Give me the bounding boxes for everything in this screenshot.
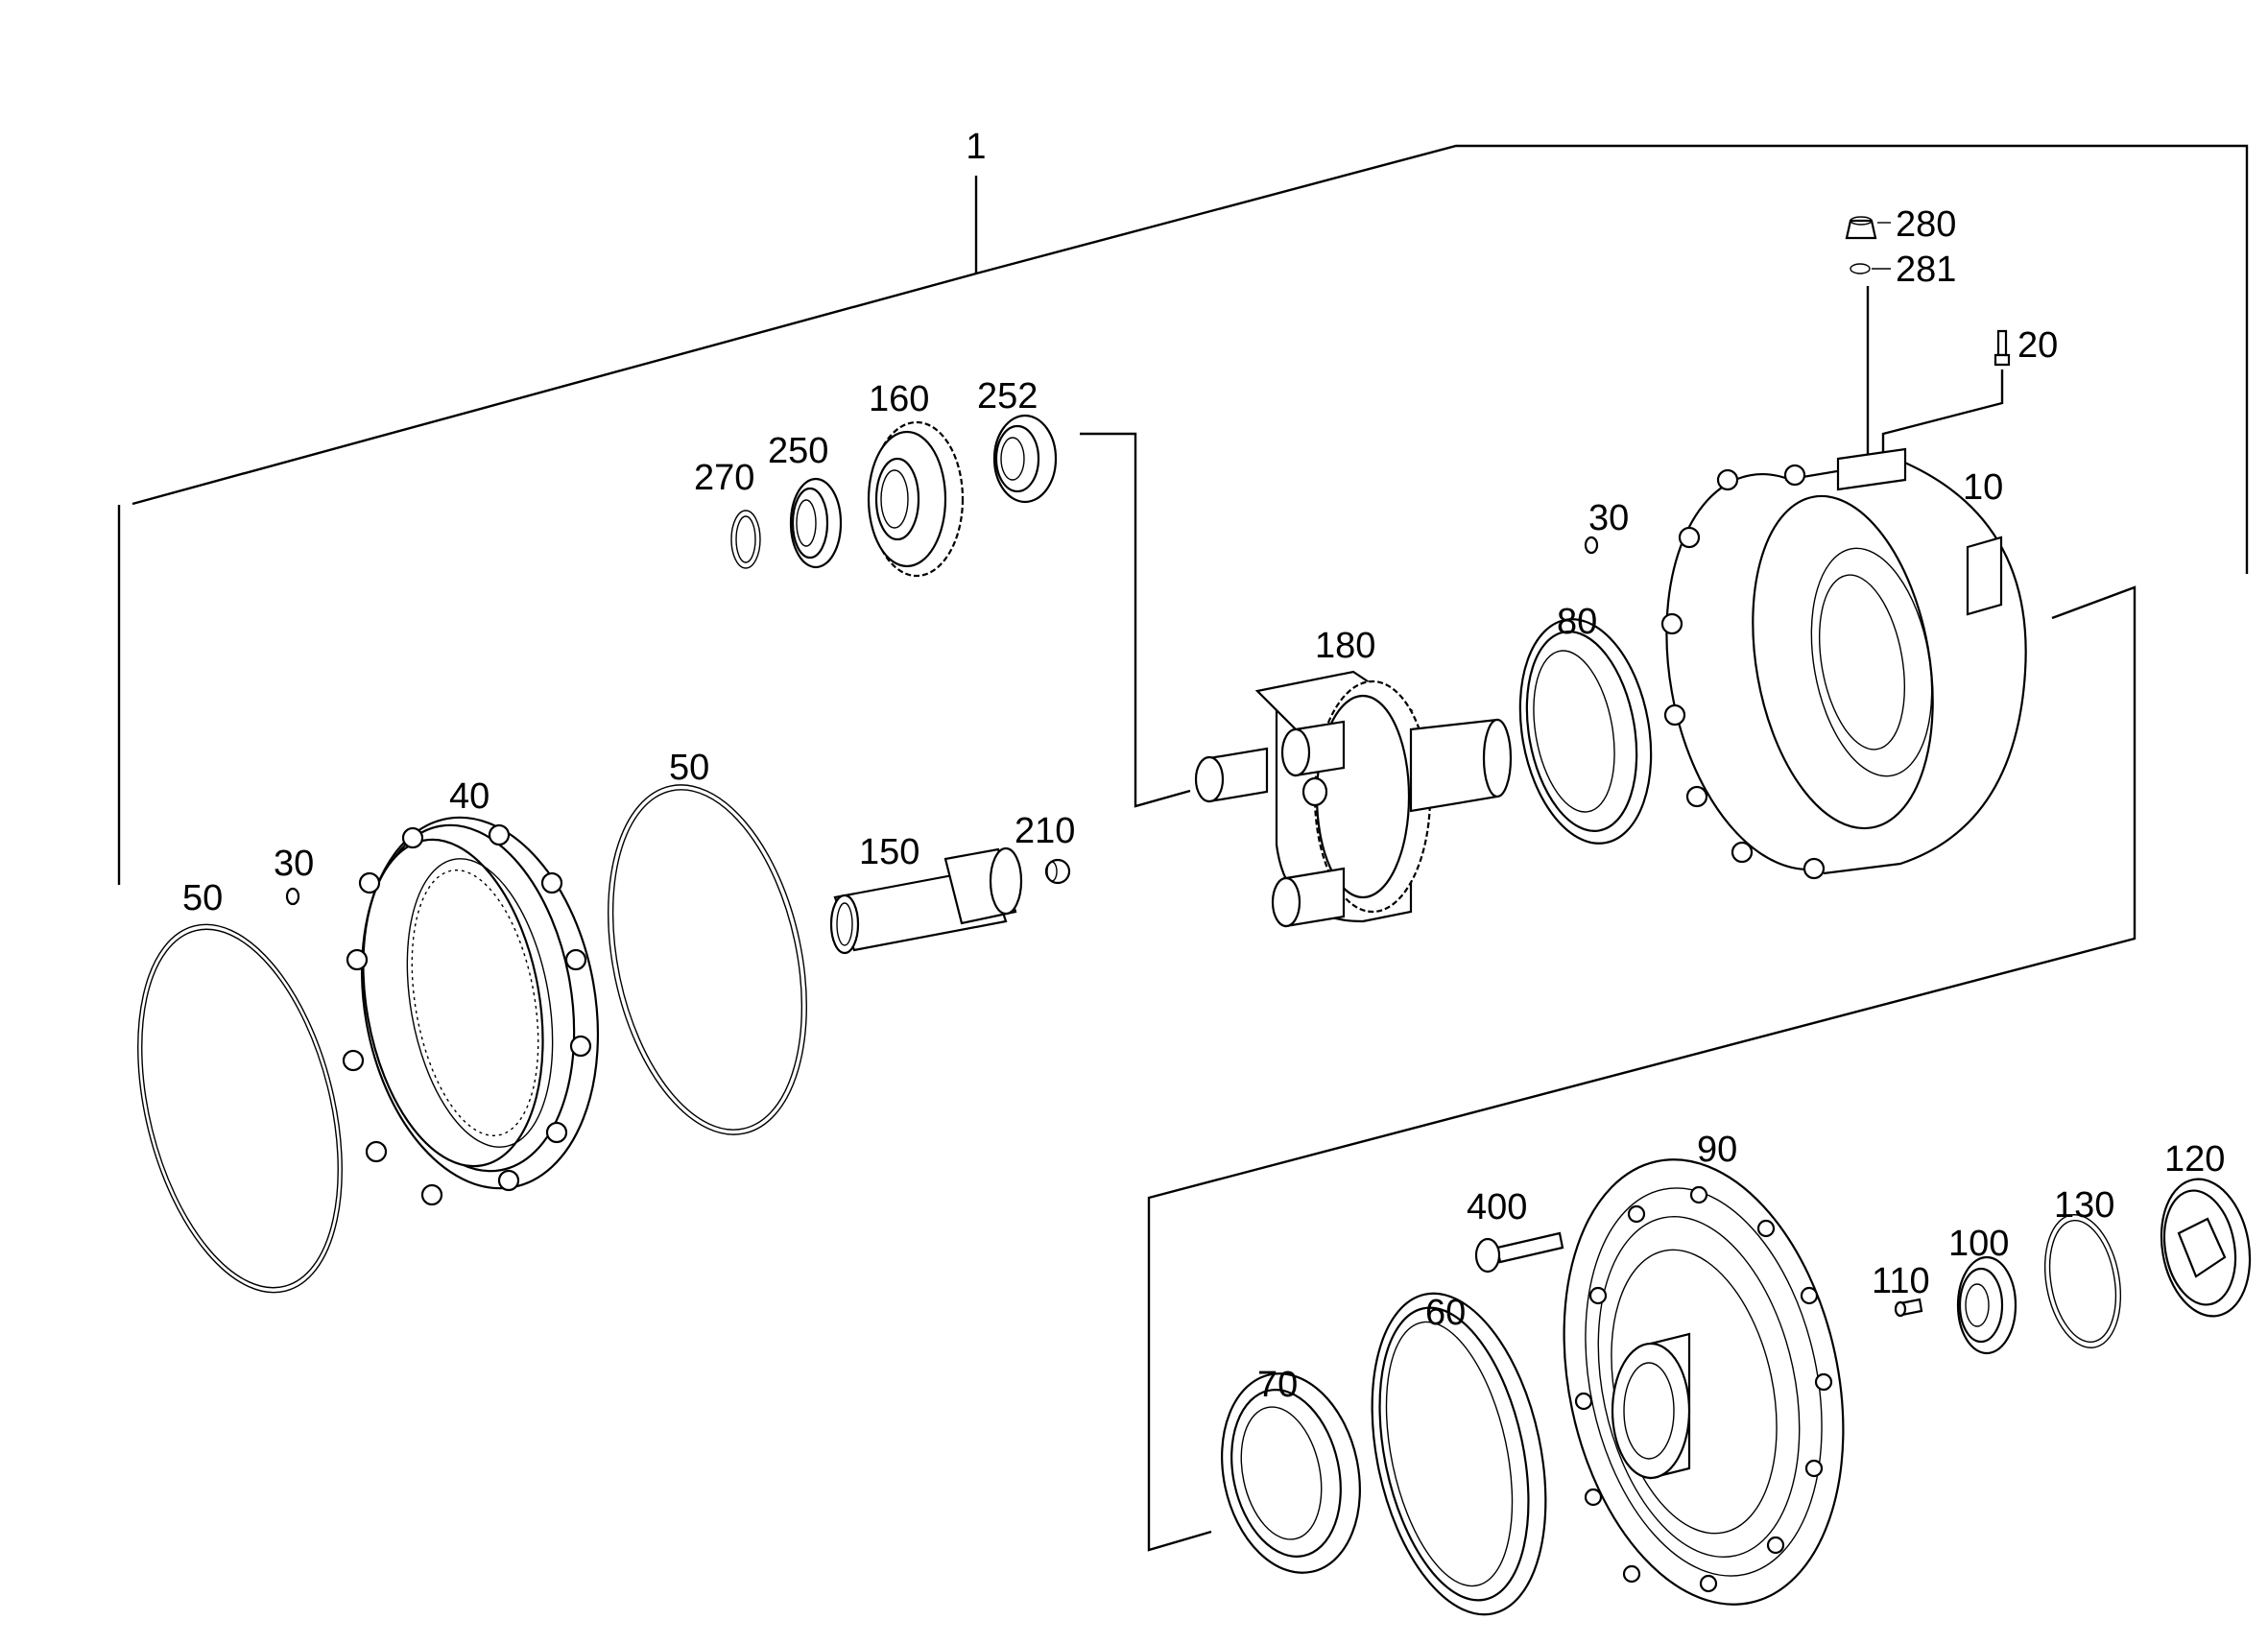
label-210: 210: [1015, 811, 1075, 851]
label-130: 130: [2054, 1185, 2114, 1226]
label-250: 250: [768, 431, 828, 471]
assembly-bracket-lines: [117, 144, 2249, 1552]
label-60: 60: [1425, 1293, 1466, 1333]
part-20-screw: [1993, 329, 2011, 367]
part-80-bearing: [1518, 618, 1653, 845]
part-280-plug: [1845, 216, 1877, 240]
part-252-bearing: [992, 414, 1058, 504]
part-labels: 1 10 20 30 30 40 50 50 60 70 80 90 100 1…: [182, 127, 2225, 1405]
part-40-ring-gear: [342, 816, 600, 1206]
part-50-o-ring-left: [137, 923, 343, 1294]
part-130-ring: [2043, 1214, 2122, 1348]
part-100-nut: [1956, 1255, 2017, 1355]
part-110-pin: [1894, 1298, 1923, 1318]
label-80: 80: [1557, 602, 1597, 642]
label-50-left: 50: [182, 878, 223, 918]
label-30-right: 30: [1588, 498, 1629, 538]
label-120: 120: [2164, 1139, 2225, 1179]
part-70-seal: [1221, 1372, 1361, 1574]
label-180: 180: [1315, 626, 1375, 666]
label-50-middle: 50: [669, 748, 709, 788]
label-281: 281: [1896, 250, 1956, 290]
label-100: 100: [1948, 1224, 2009, 1264]
label-90: 90: [1697, 1130, 1737, 1170]
part-120-cover: [2160, 1178, 2252, 1318]
part-250-bearing: [789, 477, 843, 569]
label-30-left: 30: [274, 844, 314, 884]
label-1: 1: [966, 127, 986, 167]
part-150-shaft: [829, 846, 1023, 955]
part-90-hub: [1563, 1158, 1845, 1606]
leader-lines: [1872, 222, 1891, 270]
part-400-bolt: [1474, 1231, 1564, 1274]
part-270-snap-ring: [730, 510, 761, 569]
part-281-seal-ring: [1850, 263, 1871, 274]
label-110: 110: [1872, 1261, 1930, 1301]
label-270: 270: [694, 458, 754, 498]
label-70: 70: [1257, 1365, 1298, 1405]
part-60-ring: [1371, 1292, 1547, 1616]
label-150: 150: [859, 832, 919, 872]
part-50-o-ring-middle: [608, 784, 807, 1135]
part-10-housing: [1660, 447, 2027, 880]
part-30-pin-left: [285, 887, 300, 906]
label-252: 252: [977, 376, 1038, 417]
label-160: 160: [869, 379, 929, 419]
label-20: 20: [2017, 325, 2058, 366]
label-40: 40: [449, 776, 489, 817]
label-280: 280: [1896, 204, 1956, 245]
part-210-bushing: [1044, 858, 1071, 885]
part-180-planet-carrier: [1194, 670, 1513, 928]
part-30-pin-right: [1584, 536, 1599, 555]
part-160-gear: [867, 420, 965, 578]
label-400: 400: [1467, 1187, 1527, 1227]
label-10: 10: [1963, 467, 2003, 508]
